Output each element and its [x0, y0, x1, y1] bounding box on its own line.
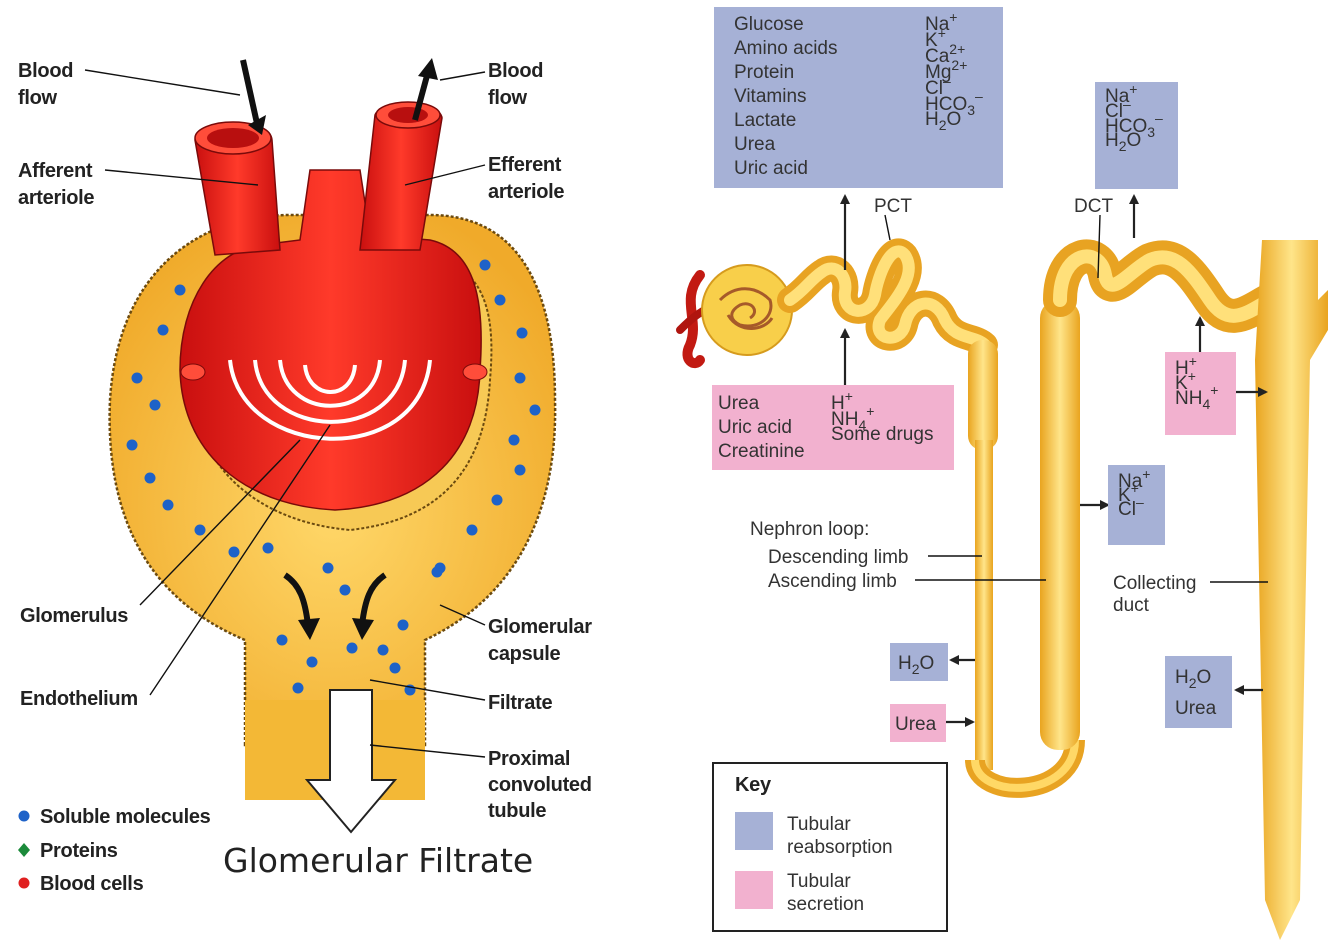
soluble-molecule-dot: [229, 547, 240, 558]
legend-soluble-molecules: Soluble molecules: [40, 806, 211, 828]
soluble-molecule-dot: [398, 620, 409, 631]
endothelium-label: Endothelium: [20, 688, 138, 710]
soluble-molecule-dot: [515, 373, 526, 384]
ion-line: H: [898, 653, 912, 674]
glomerulus-label: Glomerulus: [20, 605, 128, 627]
pct-label: PCT: [874, 196, 912, 217]
dct-secretion-box: H+K+NH4+: [1165, 352, 1236, 435]
soluble-molecule-dot: [163, 500, 174, 511]
nephron-loop-label: Nephron loop:: [750, 519, 869, 540]
soluble-molecule-dot: [517, 328, 528, 339]
text-line: Urea: [718, 393, 760, 414]
key-reabsorption-swatch: [735, 812, 773, 850]
text-line: Uric acid: [718, 417, 792, 438]
descending-urea-box: Urea: [890, 704, 946, 742]
blood-cells-marker: [19, 878, 30, 889]
collecting-duct-box: H2O Urea: [1165, 656, 1232, 728]
descending-limb-label: Descending limb: [768, 547, 908, 568]
soluble-molecule-dot: [132, 373, 143, 384]
soluble-molecule-dot: [467, 525, 478, 536]
soluble-molecule-dot: [347, 643, 358, 654]
soluble-molecule-dot: [195, 525, 206, 536]
ion-line: Some drugs: [831, 424, 933, 445]
text-line: Creatinine: [718, 441, 805, 462]
soluble-molecule-dot: [158, 325, 169, 336]
dct-reabsorption-box: Na+Cl–HCO3–H2O: [1095, 81, 1178, 189]
soluble-molecule-dot: [263, 543, 274, 554]
soluble-molecule-dot: [509, 435, 520, 446]
soluble-molecules-marker: [19, 811, 30, 822]
key-secretion-swatch: [735, 871, 773, 909]
efferent-arteriole-label: Efferentarteriole: [488, 154, 564, 203]
soluble-molecule-dot: [495, 295, 506, 306]
text-line: Urea: [734, 134, 776, 155]
glomerular-filtrate-title: Glomerular Filtrate: [223, 841, 533, 880]
left-legend: Soluble molecules Proteins Blood cells: [18, 806, 211, 895]
legend-blood-cells: Blood cells: [40, 873, 144, 895]
soluble-molecule-dot: [323, 563, 334, 574]
soluble-molecule-dot: [307, 657, 318, 668]
ion-line: H: [1175, 667, 1189, 688]
soluble-molecule-dot: [480, 260, 491, 271]
collecting-duct: [1255, 240, 1328, 940]
collect-urea-label: Urea: [1175, 698, 1217, 719]
ion-line: Cl: [1118, 499, 1136, 520]
ion-line: H: [925, 109, 939, 130]
soluble-molecule-dot: [175, 285, 186, 296]
soluble-molecule-dot: [145, 473, 156, 484]
soluble-molecule-dot: [390, 663, 401, 674]
text-line: Glucose: [734, 14, 804, 35]
soluble-molecule-dot: [277, 635, 288, 646]
soluble-molecule-dot: [515, 465, 526, 476]
ascending-limb-label: Ascending limb: [768, 571, 897, 592]
text-line: Vitamins: [734, 86, 807, 107]
text-line: Uric acid: [734, 158, 808, 179]
ascending-reabsorption-box: Na+K+Cl–: [1108, 465, 1165, 545]
filtrate-label: Filtrate: [488, 692, 552, 714]
ion-line: NH: [1175, 388, 1202, 409]
desc-urea-label: Urea: [895, 714, 937, 735]
soluble-molecule-dot: [492, 495, 503, 506]
descending-water-box: H2O: [890, 643, 948, 681]
text-line: Lactate: [734, 110, 796, 131]
soluble-molecule-dot: [127, 440, 138, 451]
text-line: Amino acids: [734, 38, 838, 59]
ion-line: H: [1105, 130, 1119, 151]
soluble-molecule-dot: [530, 405, 541, 416]
proteins-marker: [18, 843, 30, 857]
soluble-molecule-dot: [378, 645, 389, 656]
key-title: Key: [735, 774, 772, 796]
soluble-molecule-dot: [432, 567, 443, 578]
soluble-molecule-dot: [150, 400, 161, 411]
dct-label: DCT: [1074, 196, 1113, 217]
soluble-molecule-dot: [340, 585, 351, 596]
legend-proteins: Proteins: [40, 840, 118, 862]
soluble-molecule-dot: [293, 683, 304, 694]
text-line: Protein: [734, 62, 794, 83]
